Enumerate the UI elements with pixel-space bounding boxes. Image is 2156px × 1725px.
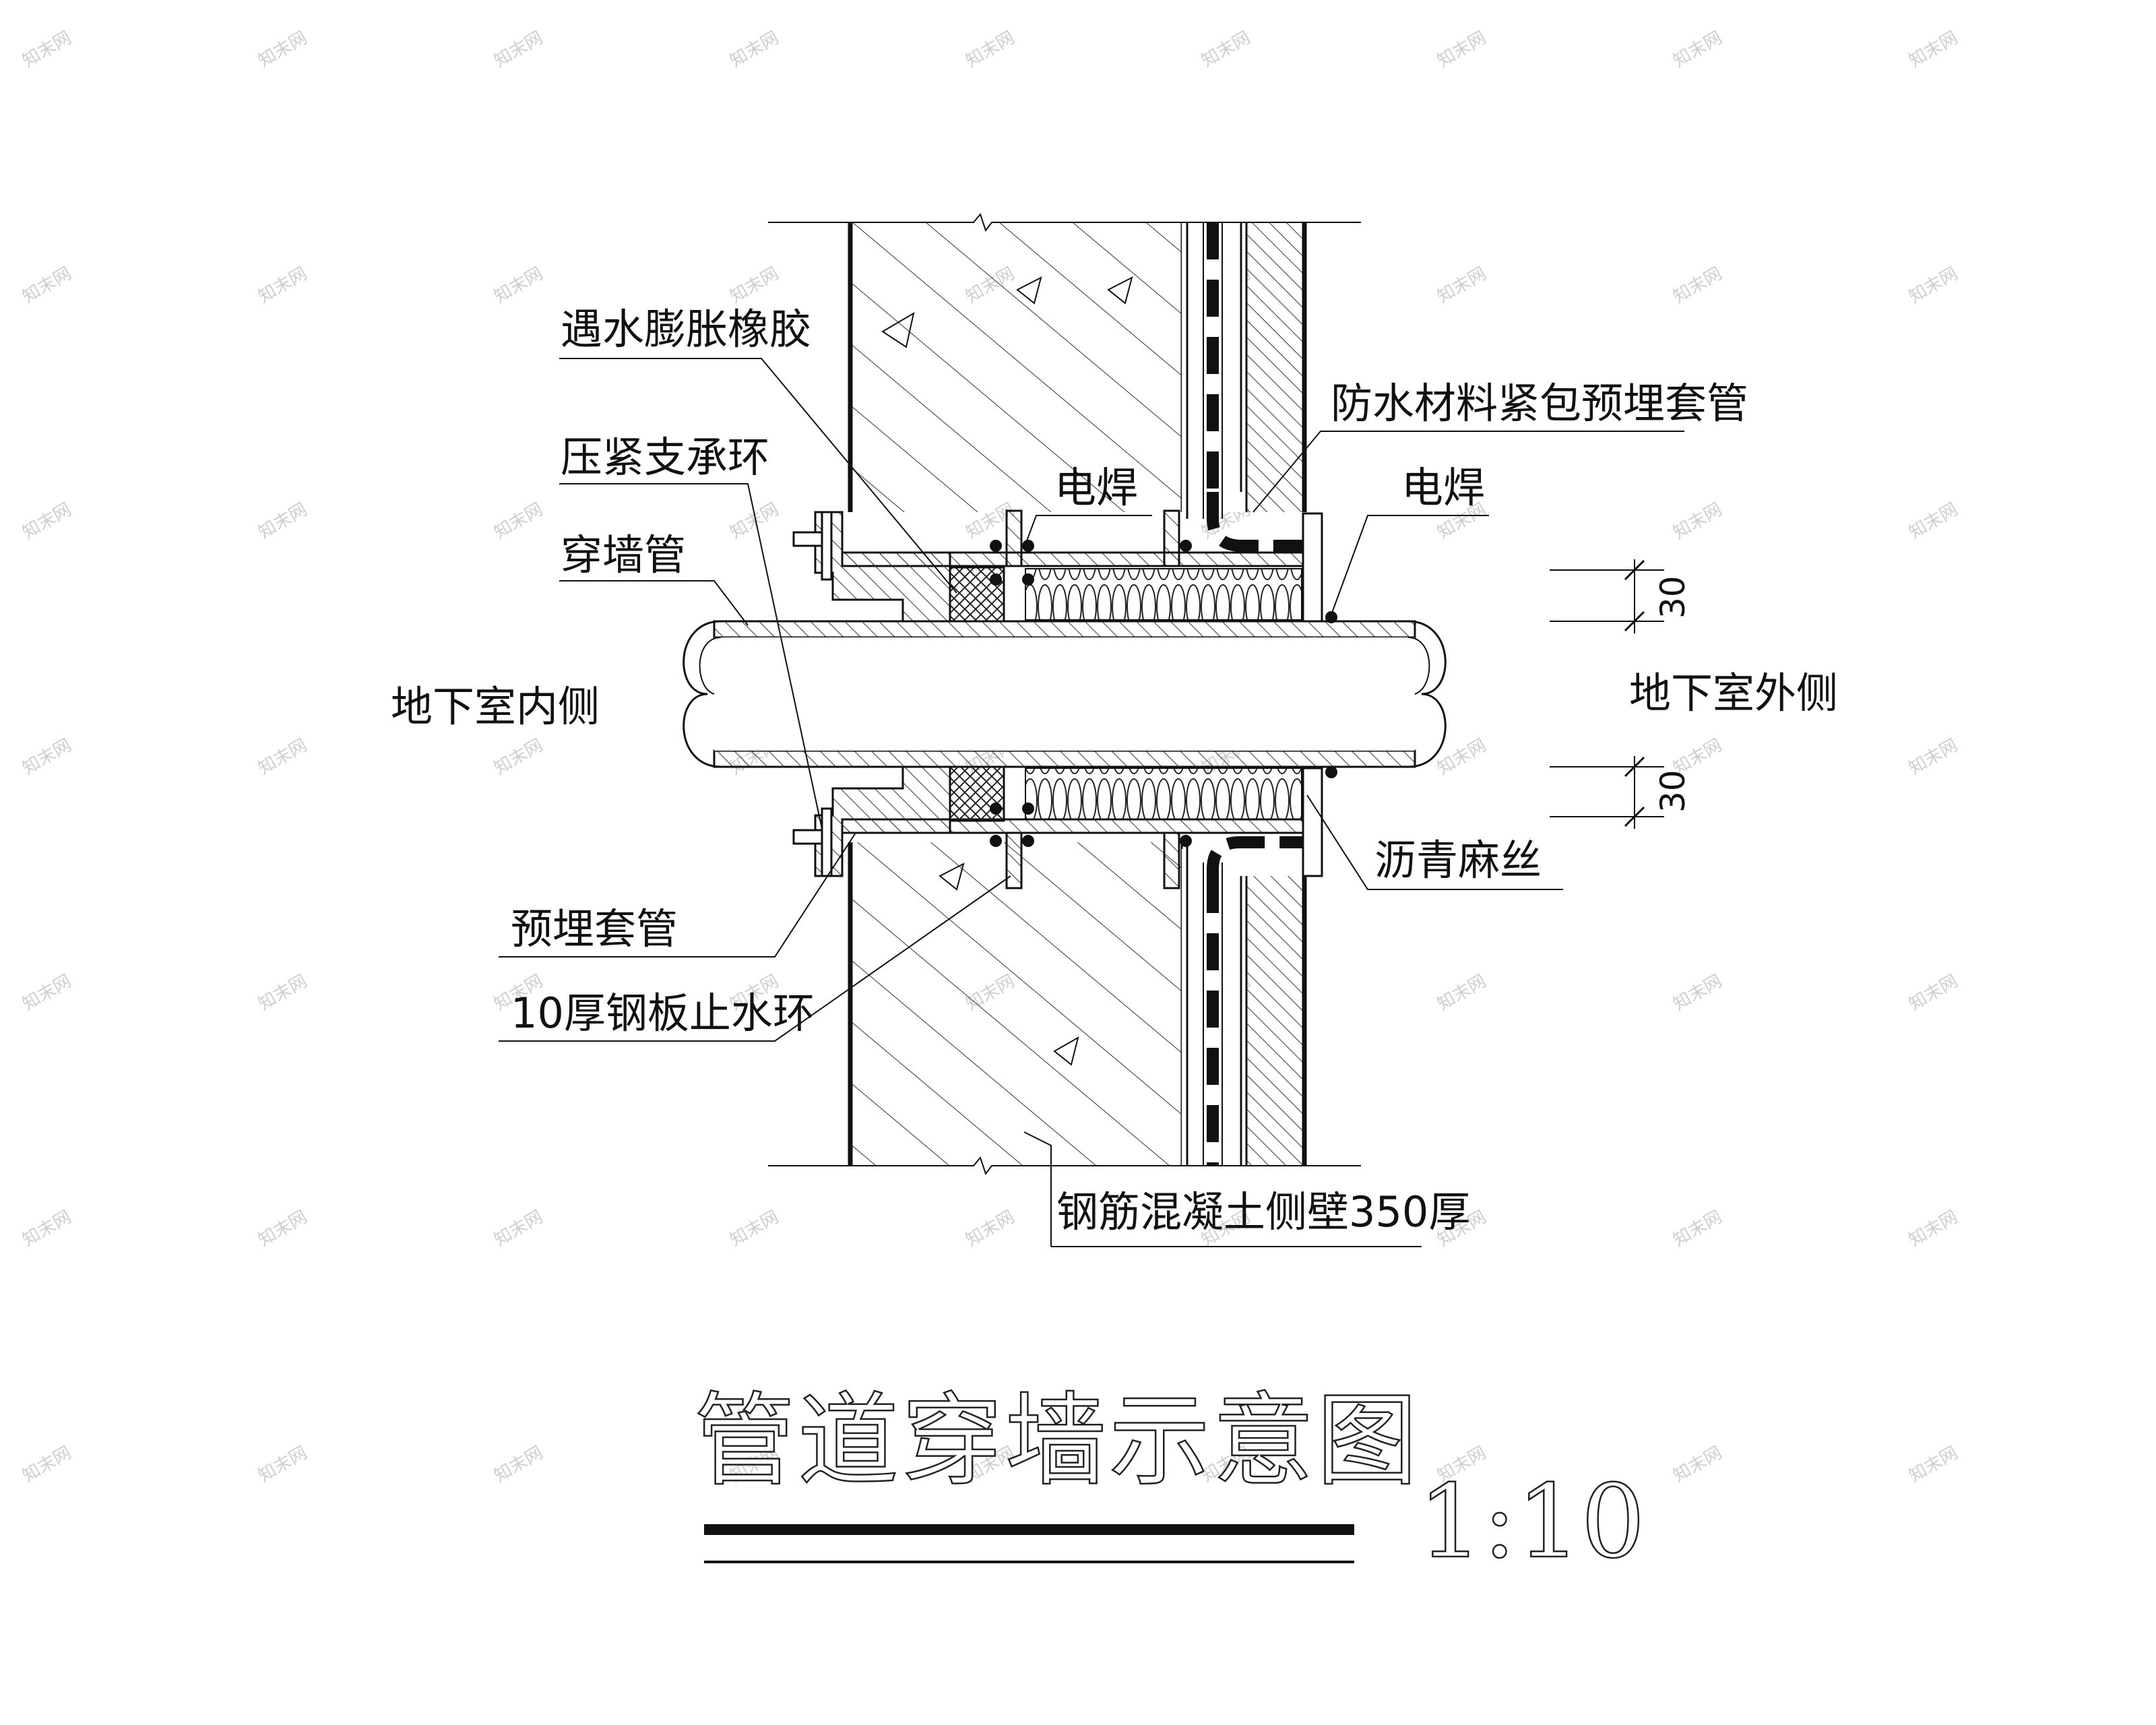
weld-points <box>990 540 1337 847</box>
watermark-text: 知末网 <box>20 1443 75 1486</box>
watermark-text: 知末网 <box>491 735 547 779</box>
watermark-text: 知末网 <box>1670 1443 1726 1486</box>
watermark-text: 知末网 <box>727 263 783 307</box>
label-support-ring: 压紧支承环 <box>561 433 769 482</box>
asphalt-hemp-filler <box>1025 568 1302 820</box>
label-weld-left: 电焊 <box>1054 463 1138 512</box>
watermark-text: 知末网 <box>727 499 783 543</box>
watermark-text: 知末网 <box>255 28 311 71</box>
label-basement-inside: 地下室内侧 <box>391 682 600 731</box>
watermark-text: 知末网 <box>255 1207 311 1251</box>
watermark-text: 知末网 <box>1906 971 1962 1015</box>
label-asphalt-hemp: 沥青麻丝 <box>1374 836 1542 885</box>
watermark-text: 知末网 <box>963 1207 1019 1251</box>
watermark-text: 知末网 <box>1670 1207 1726 1251</box>
leader-lines <box>499 358 1684 1247</box>
watermark-text: 知末网 <box>20 263 75 307</box>
steel-water-stop-ring <box>1005 509 1180 889</box>
watermark-text: 知末网 <box>255 735 311 779</box>
watermark-text: 知末网 <box>491 28 547 71</box>
watermark-text: 知末网 <box>1199 28 1255 71</box>
watermark-text: 知末网 <box>727 28 783 71</box>
drawing-scale: 1:10 <box>1418 1464 1645 1581</box>
watermark-text: 知末网 <box>491 1207 547 1251</box>
watermark-text: 知末网 <box>1906 28 1962 71</box>
watermark-text: 知末网 <box>727 1207 783 1251</box>
through-wall-pipe <box>683 620 1447 768</box>
embedded-sleeve <box>841 492 1323 889</box>
watermark-text: 知末网 <box>1906 1443 1962 1486</box>
waterproof-membrane-lower <box>1203 862 1223 1166</box>
watermark-text: 知末网 <box>255 1443 311 1486</box>
watermark-text: 知末网 <box>1906 263 1962 307</box>
label-swelling-rubber: 遇水膨胀橡胶 <box>561 305 811 354</box>
watermark-text: 知末网 <box>1670 28 1726 71</box>
watermark-text: 知末网 <box>255 499 311 543</box>
watermark-text: 知末网 <box>1670 971 1726 1015</box>
watermark-text: 知末网 <box>20 971 75 1015</box>
watermark-text: 知末网 <box>491 1443 547 1486</box>
dimension-lower: 30 <box>1550 756 1692 829</box>
dimension-text-upper: 30 <box>1653 575 1692 619</box>
watermark-text: 知末网 <box>255 263 311 307</box>
label-water-stop-ring: 10厚钢板止水环 <box>511 989 815 1038</box>
watermark-text: 知末网 <box>963 28 1019 71</box>
watermark-text: 知末网 <box>1906 735 1962 779</box>
watermark-text: 知末网 <box>1906 1207 1962 1251</box>
watermark-text: 知末网 <box>20 1207 75 1251</box>
watermark-text: 知末网 <box>491 263 547 307</box>
watermark-text: 知末网 <box>1434 971 1490 1015</box>
dimension-upper: 30 <box>1550 559 1692 633</box>
watermark-text: 知末网 <box>491 499 547 543</box>
watermark-text: 知末网 <box>255 971 311 1015</box>
label-basement-outside: 地下室外侧 <box>1629 668 1838 718</box>
label-concrete-wall: 钢筋混凝土侧壁350厚 <box>1056 1187 1470 1236</box>
compression-support-ring <box>792 511 951 877</box>
watermark-text: 知末网 <box>20 28 75 71</box>
watermark-text: 知末网 <box>20 735 75 779</box>
dimension-text-lower: 30 <box>1653 770 1692 813</box>
label-weld-right: 电焊 <box>1401 463 1485 512</box>
watermark-text: 知末网 <box>1670 499 1726 543</box>
title-block: 管道穿墙示意图 1:10 <box>693 1382 1646 1582</box>
drawing-title: 管道穿墙示意图 <box>694 1383 1420 1500</box>
watermark-text: 知末网 <box>20 499 75 543</box>
concrete-wall-upper <box>768 212 1361 519</box>
watermark-text: 知末网 <box>1670 263 1726 307</box>
label-waterproof-wrap: 防水材料紧包预埋套管 <box>1331 379 1748 428</box>
label-embedded-sleeve: 预埋套管 <box>511 904 678 953</box>
waterproof-membrane-upper <box>1203 222 1223 519</box>
concrete-wall-lower <box>768 836 1361 1176</box>
label-wall-pipe: 穿墙管 <box>561 530 686 579</box>
watermark-text: 知末网 <box>1434 263 1490 307</box>
watermark-text: 知末网 <box>1434 28 1490 71</box>
title-underline-thick <box>704 1524 1354 1535</box>
watermark-text: 知末网 <box>1906 499 1962 543</box>
